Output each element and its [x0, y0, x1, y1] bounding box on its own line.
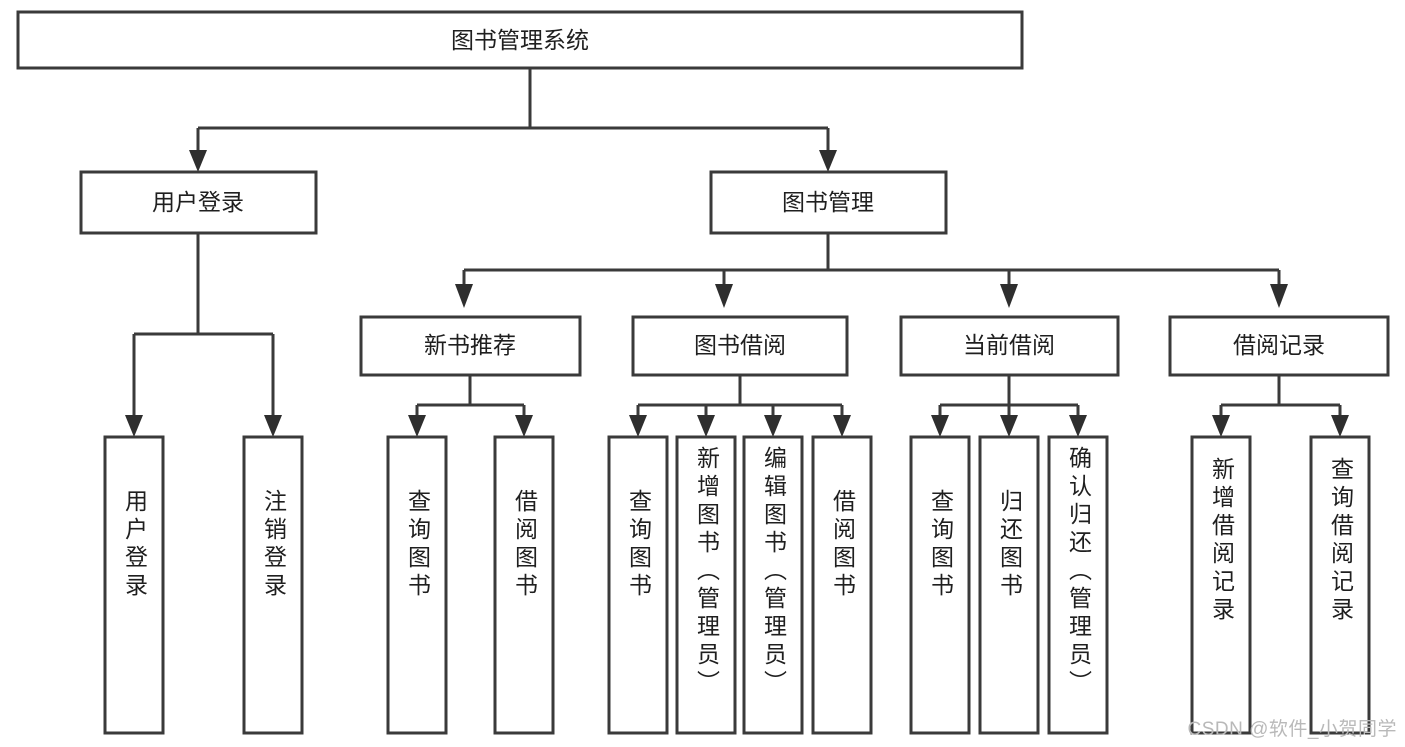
- leaf-current-borrow-3[interactable]: [1047, 435, 1109, 735]
- node-new-book-recommend[interactable]: 新书推荐: [359, 315, 582, 377]
- node-book-borrow[interactable]: 图书借阅: [631, 315, 849, 377]
- node-borrow-record[interactable]: 借阅记录: [1168, 315, 1390, 377]
- leaf-book-borrow-3[interactable]: [742, 435, 804, 735]
- leaf-book-borrow-1[interactable]: [607, 435, 669, 735]
- node-root[interactable]: 图书管理系统: [16, 10, 1024, 70]
- node-root-label: 图书管理系统: [451, 27, 589, 53]
- node-book-management-label: 图书管理: [782, 189, 874, 215]
- node-current-borrow-label: 当前借阅: [963, 332, 1055, 358]
- node-current-borrow[interactable]: 当前借阅: [899, 315, 1120, 377]
- leaf-borrow-record-1[interactable]: [1190, 435, 1252, 735]
- node-user-login-label: 用户登录: [152, 189, 244, 215]
- node-book-management[interactable]: 图书管理: [709, 170, 948, 235]
- connector-bookborrow-to-leaves: [629, 375, 851, 437]
- node-new-book-recommend-label: 新书推荐: [424, 332, 516, 358]
- connector-currentborrow-to-leaves: [931, 375, 1087, 437]
- leaf-new-book-2[interactable]: [493, 435, 555, 735]
- connector-root-to-level2: [189, 68, 837, 172]
- leaf-user-login-2[interactable]: [242, 435, 304, 735]
- connector-newbook-to-leaves: [408, 375, 533, 437]
- leaf-user-login-1[interactable]: [103, 435, 165, 735]
- leaf-borrow-record-2[interactable]: [1309, 435, 1371, 735]
- csdn-watermark: CSDN @软件_小贺同学: [1187, 719, 1397, 740]
- connector-borrowrecord-to-leaves: [1212, 375, 1349, 437]
- node-user-login[interactable]: 用户登录: [79, 170, 318, 235]
- leaf-book-borrow-2[interactable]: [675, 435, 737, 735]
- leaf-current-borrow-1[interactable]: [909, 435, 971, 735]
- leaf-current-borrow-2[interactable]: [978, 435, 1040, 735]
- connector-bookmgmt-to-level3: [455, 233, 1288, 308]
- leaf-new-book-1[interactable]: [386, 435, 448, 735]
- leaf-book-borrow-4[interactable]: [811, 435, 873, 735]
- connector-userlogin-to-leaves: [125, 233, 282, 437]
- node-book-borrow-label: 图书借阅: [694, 332, 786, 358]
- node-borrow-record-label: 借阅记录: [1233, 332, 1325, 358]
